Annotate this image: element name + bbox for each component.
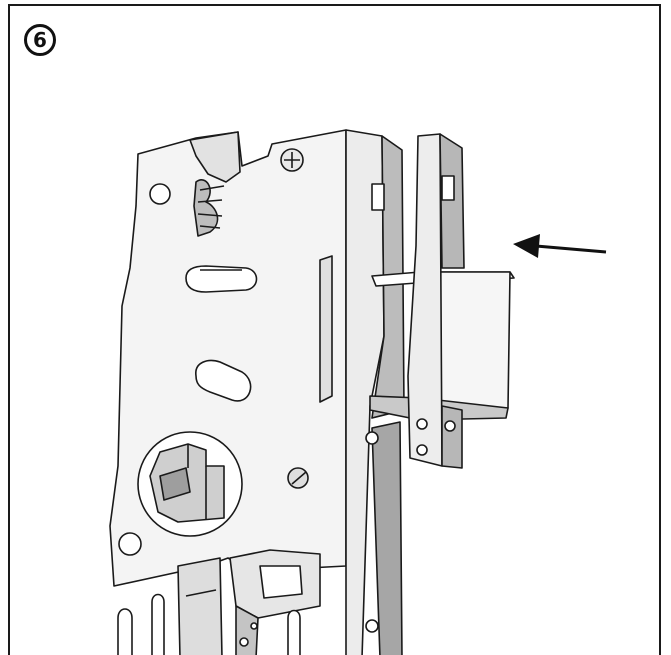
mounting-hole-bottom <box>118 532 142 556</box>
lock-case-illustration <box>109 129 607 655</box>
insert-direction-arrow <box>513 234 607 258</box>
cover-plate-front <box>407 133 443 467</box>
cover-plate-side <box>439 133 465 269</box>
lower-slot-left <box>117 608 133 655</box>
lower-slot-right <box>287 609 301 655</box>
mounting-hole-top <box>149 183 171 205</box>
slot-upper <box>185 265 258 293</box>
instruction-panel: 6 <box>8 4 661 655</box>
case-top-tab <box>189 131 241 183</box>
slot-middle <box>195 359 252 402</box>
lower-slot-center <box>151 593 165 655</box>
spring-coil <box>193 179 219 237</box>
step-number: 6 <box>33 28 47 52</box>
step-number-badge: 6 <box>24 24 56 56</box>
